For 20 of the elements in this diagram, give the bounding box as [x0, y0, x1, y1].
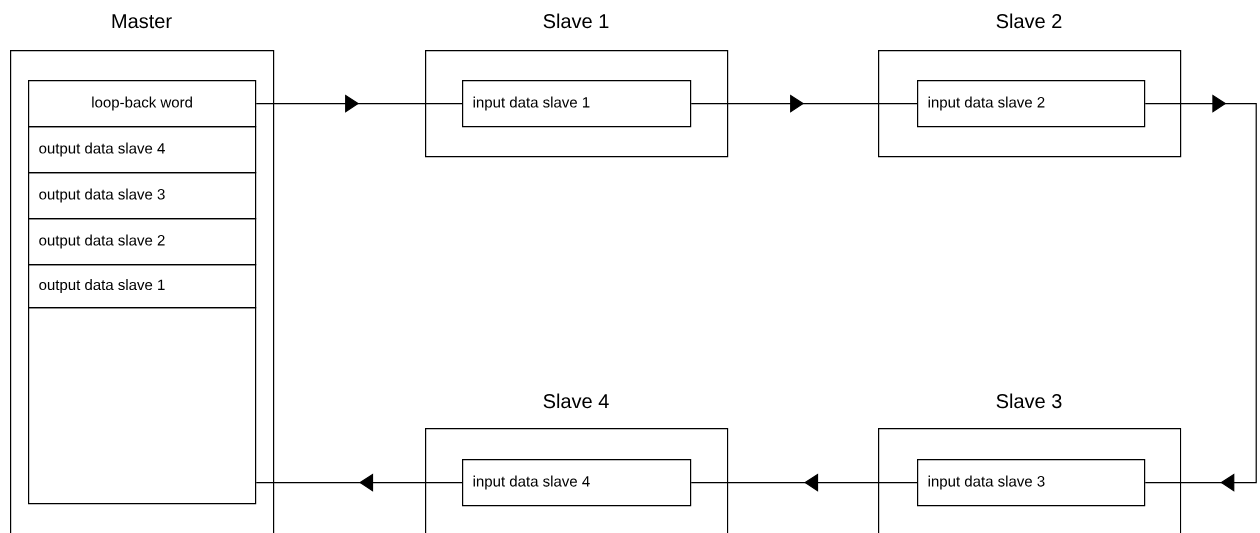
arrow [255, 94, 463, 113]
data-cell: loop-back word [28, 80, 257, 128]
device-title: Slave 2 [996, 13, 1062, 29]
data-cell: output data slave 1 [28, 264, 257, 309]
data-cell: input data slave 4 [462, 459, 692, 507]
data-cell: input data slave 2 [917, 80, 1146, 128]
device-title: Master [112, 14, 172, 29]
device-title: Slave 4 [543, 393, 609, 409]
data-cell: output data slave 4 [28, 126, 257, 174]
arrow [690, 94, 918, 113]
arrow [255, 473, 463, 492]
data-cell: input data slave 3 [917, 459, 1146, 507]
empty-cell [28, 307, 257, 505]
data-cell: output data slave 3 [28, 172, 257, 220]
device-title: Slave 3 [996, 393, 1062, 409]
device-title: Slave 1 [543, 13, 609, 29]
arrow [690, 473, 918, 492]
arrow [1144, 94, 1257, 492]
data-cell: input data slave 1 [462, 80, 692, 128]
data-cell: output data slave 2 [28, 218, 257, 266]
